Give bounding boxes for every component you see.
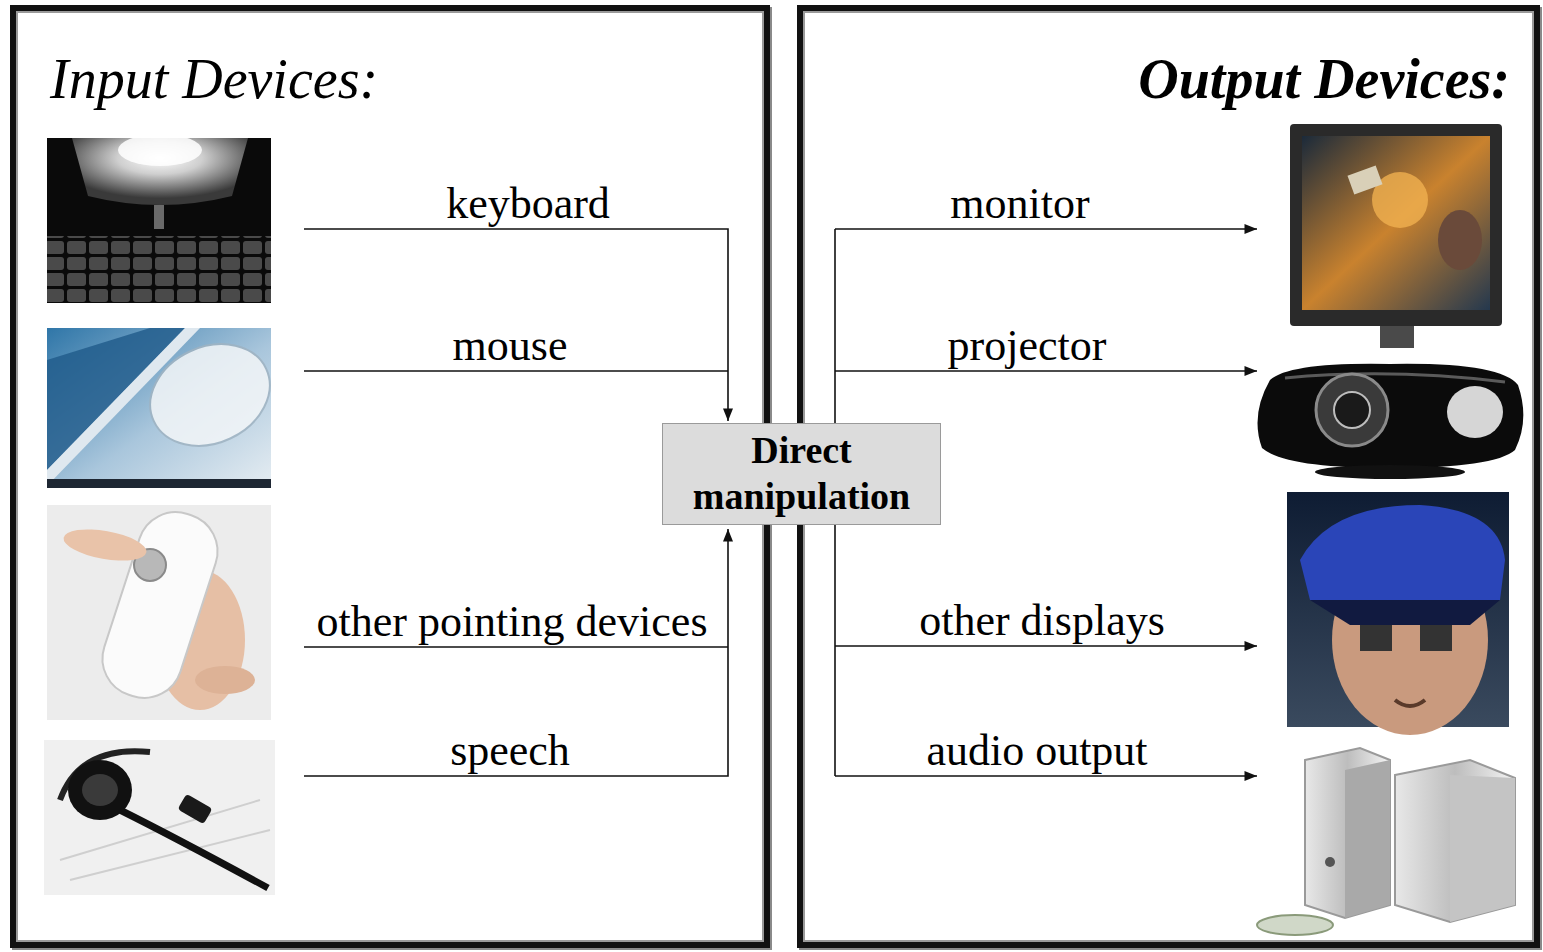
projector-base bbox=[1315, 465, 1465, 479]
keyboard-wire bbox=[304, 229, 728, 421]
speaker-knob bbox=[1325, 857, 1335, 867]
projector-shine bbox=[1285, 374, 1505, 382]
hmd-lens-right bbox=[1420, 625, 1452, 651]
key-rows bbox=[47, 236, 271, 303]
speech-wire bbox=[304, 529, 728, 776]
lamp-stem bbox=[154, 205, 164, 229]
mouse-shell bbox=[134, 325, 287, 464]
monitor-stand bbox=[1380, 326, 1414, 348]
input-panel: Input Devices: bbox=[10, 5, 770, 948]
monitor-photo bbox=[1290, 124, 1502, 348]
mouse-wire bbox=[304, 370, 728, 372]
audio-wire bbox=[835, 775, 1257, 777]
ear-pad bbox=[82, 774, 118, 806]
keyboard-photo bbox=[47, 134, 271, 303]
device-label: other displays bbox=[919, 597, 1165, 645]
box-label: Direct manipulation bbox=[673, 428, 930, 519]
speaker-right-face bbox=[1450, 775, 1515, 922]
headset-photo bbox=[44, 740, 275, 895]
pointing-photo bbox=[47, 502, 271, 720]
monitor-wire bbox=[835, 228, 1257, 230]
photo-strip bbox=[47, 479, 271, 488]
display-wire bbox=[835, 645, 1257, 647]
device-label: speech bbox=[450, 727, 570, 775]
device-label: other pointing devices bbox=[316, 598, 707, 646]
monitor-screen bbox=[1302, 136, 1490, 310]
wire-group bbox=[304, 229, 1257, 776]
pointing-wire bbox=[304, 646, 728, 648]
projector-wire bbox=[835, 370, 1257, 372]
mouth bbox=[1395, 700, 1425, 706]
device-label: keyboard bbox=[446, 180, 610, 228]
speaker-left bbox=[1305, 748, 1390, 918]
monitor-bezel bbox=[1290, 124, 1502, 326]
projector-body bbox=[1258, 364, 1524, 468]
screen-figure bbox=[1438, 210, 1482, 270]
projector-lens bbox=[1334, 392, 1370, 428]
speaker-left-side bbox=[1345, 760, 1390, 918]
projector-lens-ring bbox=[1316, 374, 1388, 446]
speaker-right bbox=[1395, 760, 1515, 922]
photo-ground bbox=[44, 740, 275, 895]
finger bbox=[195, 666, 255, 694]
mouse-photo bbox=[47, 325, 286, 488]
panel-heading: Input Devices: bbox=[50, 47, 764, 111]
device-label: mouse bbox=[453, 322, 568, 370]
disc bbox=[1257, 915, 1333, 935]
thumb bbox=[61, 524, 149, 566]
hmd-shell bbox=[1300, 505, 1505, 610]
device-label: audio output bbox=[926, 727, 1147, 775]
speakers-photo bbox=[1257, 748, 1515, 935]
hmd-lens-left bbox=[1360, 625, 1392, 651]
mic-clip bbox=[178, 794, 213, 825]
screen-card bbox=[1347, 165, 1382, 194]
lamp-glow bbox=[118, 134, 202, 166]
manipulation-box: Direct manipulation bbox=[662, 423, 941, 525]
device-label: monitor bbox=[950, 180, 1089, 228]
panel-heading: Output Devices: bbox=[803, 47, 1510, 111]
mic-boom bbox=[120, 810, 268, 888]
projector-cap bbox=[1447, 386, 1503, 438]
device-label: projector bbox=[948, 322, 1107, 370]
projector-photo bbox=[1258, 364, 1524, 479]
hmd-visor bbox=[1310, 600, 1500, 625]
hmd-photo bbox=[1287, 492, 1509, 735]
